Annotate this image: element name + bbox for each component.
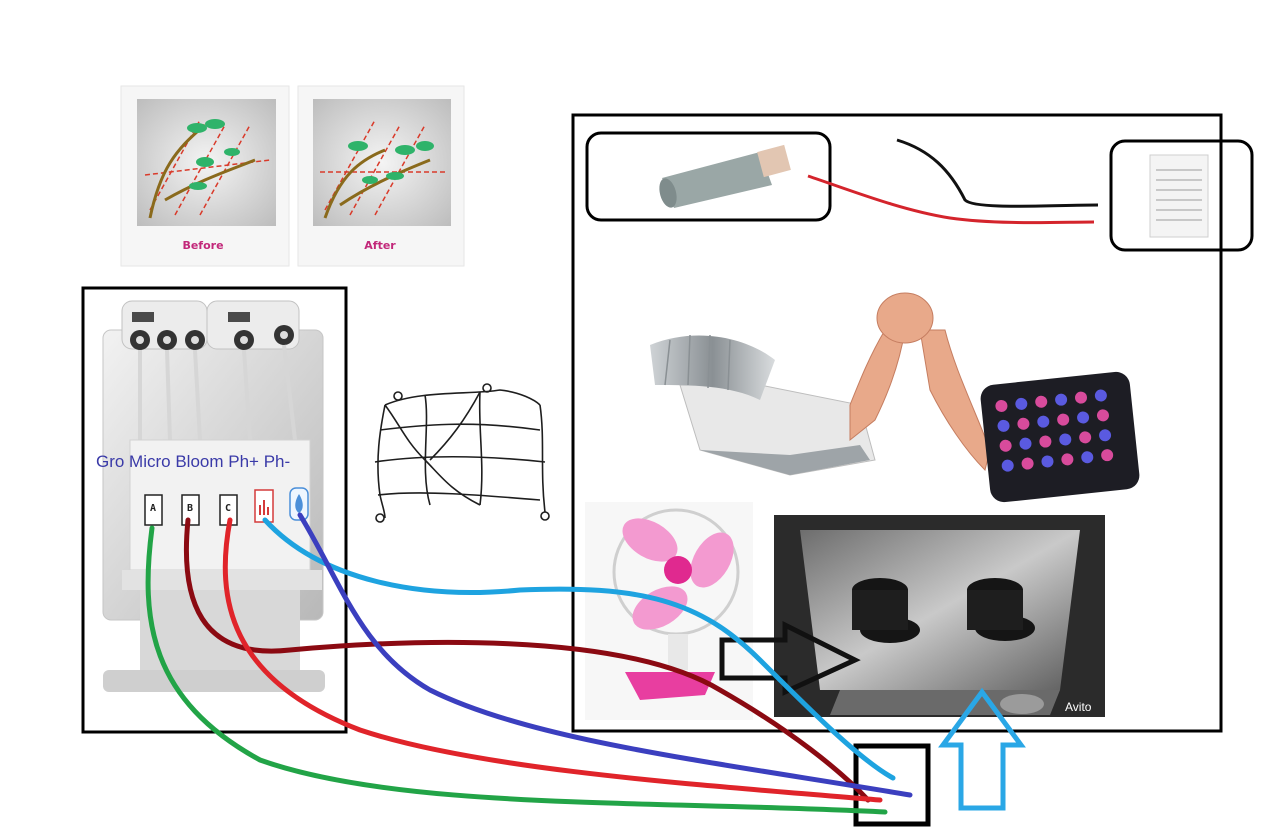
fan-airflow-arrow (719, 620, 861, 696)
hose-ph-minus (297, 512, 913, 798)
after-label: After (364, 239, 396, 252)
socket-a-label: A (149, 503, 157, 514)
tent-up-arrow (938, 687, 1026, 811)
socket-a (144, 494, 163, 526)
hose-micro (183, 517, 871, 803)
hose-bloom (222, 517, 883, 803)
nutrient-labels: Gro Micro Bloom Ph+ Ph- (96, 452, 291, 471)
socket-b-label: B (186, 503, 194, 514)
power-cables (807, 138, 1099, 225)
trellis-net (374, 383, 550, 523)
hose-ph-plus (262, 517, 896, 781)
avito-watermark: Avito (1065, 700, 1092, 714)
desk-fan-icon (585, 502, 753, 720)
carbon-filter-box (585, 131, 832, 222)
led-panel-icon (980, 371, 1140, 503)
extract-fan-box (1109, 139, 1254, 252)
before-label: Before (182, 239, 224, 252)
ph-plus-icon (254, 489, 274, 523)
arm-wrestling-icon (849, 292, 991, 471)
hose-gro (145, 525, 888, 815)
before-panel (120, 85, 290, 267)
grow-tent-photo (774, 515, 1105, 717)
ph-minus-icon (289, 487, 309, 521)
grow-room-frame (571, 113, 1223, 733)
hps-reflector-icon (650, 334, 876, 476)
socket-b (181, 494, 200, 526)
after-panel (297, 85, 465, 267)
extract-fan-icon (1149, 154, 1209, 238)
carbon-filter-icon (659, 144, 791, 208)
socket-c-label: C (224, 503, 232, 514)
